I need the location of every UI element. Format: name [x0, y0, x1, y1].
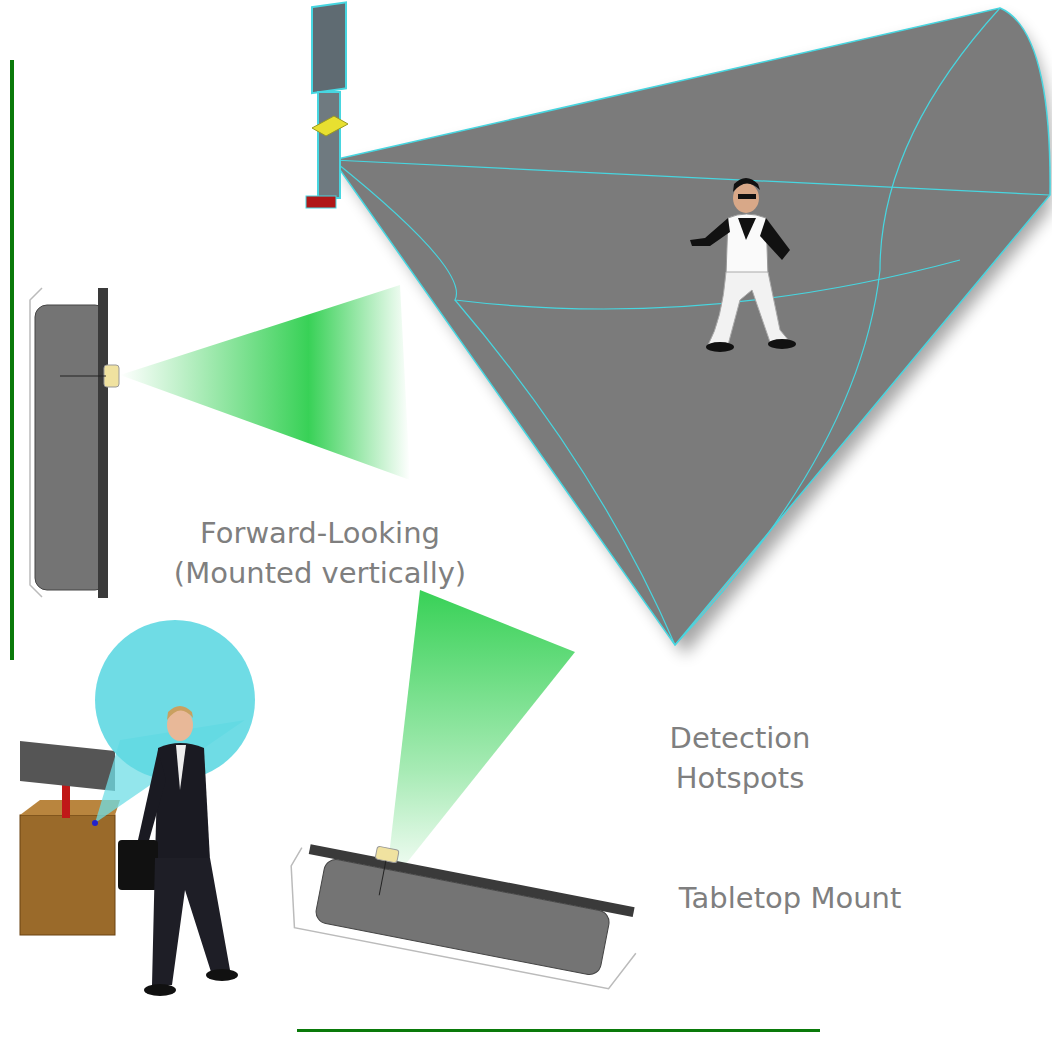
dancing-man: [690, 178, 796, 352]
mount-caption: Tabletop Mount: [660, 878, 920, 918]
hotspot-caption: Detection Hotspots: [650, 718, 830, 798]
walking-man: [118, 706, 238, 996]
tabletop-sensor: [280, 831, 647, 993]
mount-caption: Forward-Looking (Mounted vertically): [155, 513, 485, 593]
forward-sensor: [30, 285, 410, 598]
frame-line: [297, 1029, 820, 1032]
upward-beam: [385, 590, 575, 890]
counter-kiosk: [20, 620, 255, 935]
frame-line: [10, 60, 14, 660]
detection-cone: [333, 8, 1050, 645]
kiosk: [306, 2, 348, 208]
